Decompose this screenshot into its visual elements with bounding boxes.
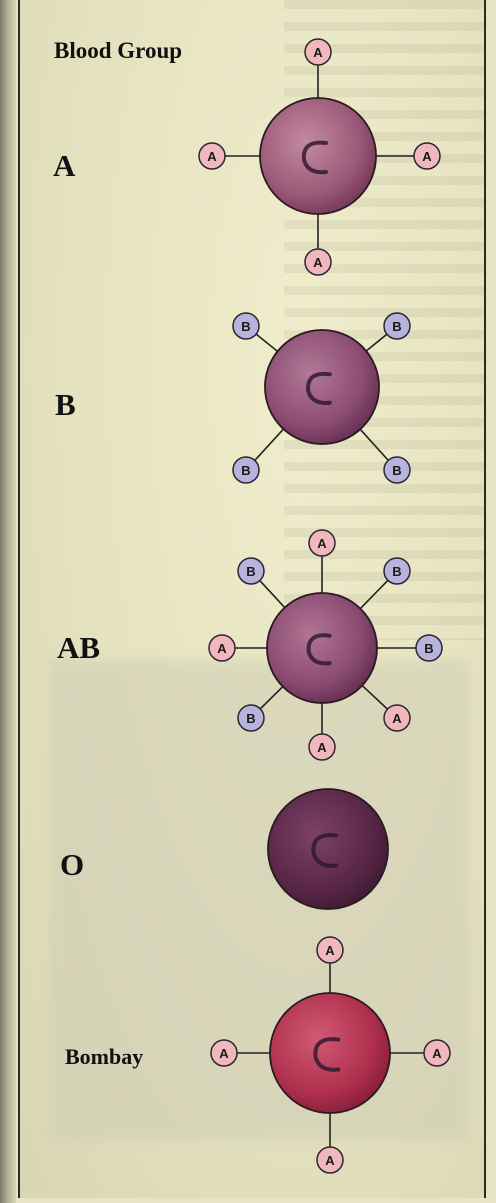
antigen-stalk bbox=[260, 687, 283, 709]
antigen-stalk bbox=[256, 334, 277, 351]
antigen-b: B bbox=[233, 457, 259, 483]
antigen-label: A bbox=[313, 255, 323, 270]
antigen-a: A bbox=[317, 1147, 343, 1173]
antigen-a: A bbox=[305, 249, 331, 275]
red-blood-cell-o bbox=[268, 789, 388, 909]
antigen-label: B bbox=[392, 564, 401, 579]
antigen-label: B bbox=[392, 319, 401, 334]
group-ab: A B B A B B A A bbox=[209, 530, 442, 760]
antigen-label: B bbox=[246, 564, 255, 579]
antigen-label: A bbox=[313, 45, 323, 60]
antigen-stalk bbox=[362, 686, 387, 710]
antigen-a: A bbox=[199, 143, 225, 169]
antigen-stalk bbox=[260, 581, 285, 608]
antigen-label: A bbox=[207, 149, 217, 164]
red-blood-cell-b bbox=[265, 330, 379, 444]
antigen-b: B bbox=[384, 558, 410, 584]
antigen-label: B bbox=[392, 463, 401, 478]
antigen-label: B bbox=[246, 711, 255, 726]
antigen-label: A bbox=[325, 1153, 335, 1168]
antigen-stalk bbox=[366, 334, 387, 351]
antigen-a: A bbox=[305, 39, 331, 65]
antigen-label: B bbox=[241, 319, 250, 334]
group-b: B B B B bbox=[233, 313, 410, 483]
antigen-a: A bbox=[424, 1040, 450, 1066]
antigen-label: A bbox=[219, 1046, 229, 1061]
group-a: A A A A bbox=[199, 39, 440, 275]
antigen-label: A bbox=[325, 943, 335, 958]
antigen-a: A bbox=[309, 530, 335, 556]
antigen-b: B bbox=[384, 313, 410, 339]
antigen-b: B bbox=[233, 313, 259, 339]
antigen-stalk bbox=[255, 429, 284, 460]
group-o bbox=[268, 789, 388, 909]
red-blood-cell-a bbox=[260, 98, 376, 214]
antigen-label: A bbox=[317, 740, 327, 755]
antigen-a: A bbox=[414, 143, 440, 169]
antigen-label: A bbox=[432, 1046, 442, 1061]
antigen-stalk bbox=[360, 429, 388, 460]
antigen-a: A bbox=[209, 635, 235, 661]
antigen-a: A bbox=[211, 1040, 237, 1066]
antigen-a: A bbox=[317, 937, 343, 963]
antigen-label: A bbox=[217, 641, 227, 656]
antigen-b: B bbox=[238, 558, 264, 584]
antigen-label: A bbox=[392, 711, 402, 726]
antigen-label: B bbox=[424, 641, 433, 656]
antigen-stalk bbox=[360, 580, 388, 608]
antigen-a: A bbox=[384, 705, 410, 731]
antigen-a: A bbox=[309, 734, 335, 760]
antigen-b: B bbox=[416, 635, 442, 661]
antigen-label: A bbox=[317, 536, 327, 551]
antigen-label: B bbox=[241, 463, 250, 478]
antigen-b: B bbox=[238, 705, 264, 731]
red-blood-cell-bombay bbox=[270, 993, 390, 1113]
antigen-label: A bbox=[422, 149, 432, 164]
antigen-b: B bbox=[384, 457, 410, 483]
group-bombay: A A A A bbox=[211, 937, 450, 1173]
red-blood-cell-ab bbox=[267, 593, 377, 703]
